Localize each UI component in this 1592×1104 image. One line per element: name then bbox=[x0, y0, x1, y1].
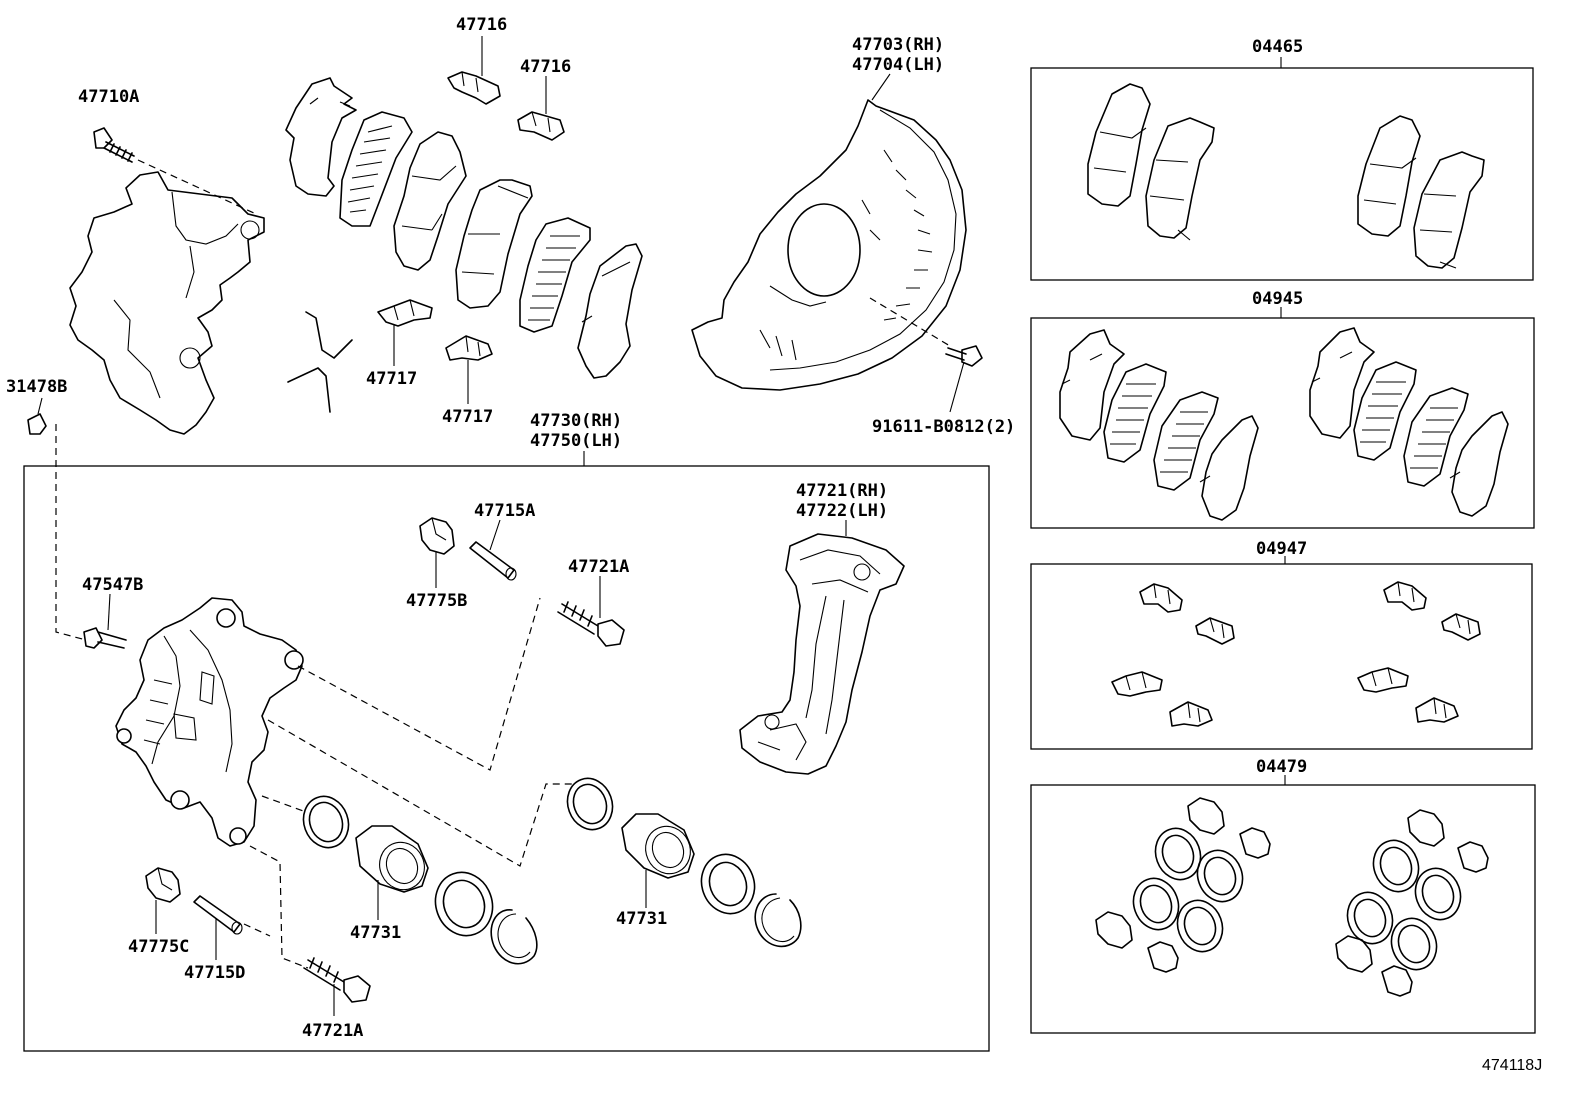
kit-04465-pad-2 bbox=[1145, 117, 1215, 241]
kit-04479-seal-kit-left bbox=[1095, 797, 1271, 973]
brake-pad-1 bbox=[393, 131, 467, 271]
kit-04465-pad-4 bbox=[1413, 151, 1485, 269]
label-47710A: 47710A bbox=[78, 87, 139, 107]
label-47715D: 47715D bbox=[184, 963, 245, 983]
bleeder-cap-31478B-icon bbox=[27, 413, 47, 435]
label-04945: 04945 bbox=[1252, 289, 1303, 309]
kit-04479-seal-kit-right bbox=[1335, 809, 1489, 997]
kit-box-04947 bbox=[1030, 563, 1533, 750]
piston-seal-2-icon bbox=[566, 777, 614, 831]
guide-pin-47715D-icon bbox=[193, 895, 243, 935]
piston-1 bbox=[355, 825, 429, 893]
dust-shield bbox=[691, 99, 967, 391]
pad-clip-47717-a-icon bbox=[377, 299, 433, 327]
label-47704: 47704(LH) bbox=[852, 55, 944, 75]
bleeder-screw-47547B-icon bbox=[83, 627, 127, 649]
label-47717-a: 47717 bbox=[366, 369, 417, 389]
kit-04947-clip-1-icon bbox=[1139, 583, 1183, 613]
kit-04945-shim-7 bbox=[1403, 387, 1469, 487]
label-04465: 04465 bbox=[1252, 37, 1303, 57]
bolt-91611-icon bbox=[945, 345, 983, 367]
kit-04945-shim-6 bbox=[1353, 361, 1417, 461]
label-91611: 91611-B0812(2) bbox=[872, 417, 1015, 437]
label-47731-b: 47731 bbox=[616, 909, 667, 929]
pad-clip-47716-b-icon bbox=[517, 111, 565, 141]
label-47703: 47703(RH) bbox=[852, 35, 944, 55]
caliper-body bbox=[115, 597, 304, 847]
kit-box-04479 bbox=[1030, 784, 1536, 1034]
kit-box-04465 bbox=[1030, 67, 1534, 281]
label-47775B: 47775B bbox=[406, 591, 467, 611]
kit-04947-clip-4-icon bbox=[1169, 701, 1213, 727]
kit-04945-shim-1 bbox=[1059, 329, 1125, 441]
kit-04945-shim-3 bbox=[1153, 391, 1219, 491]
kit-04945-shim-8 bbox=[1449, 411, 1509, 517]
kit-04947-clip-3-icon bbox=[1111, 671, 1163, 697]
pad-shim-outer-1 bbox=[285, 77, 357, 197]
boot-47775B-icon bbox=[419, 517, 455, 555]
label-31478B: 31478B bbox=[6, 377, 67, 397]
label-47721A-top: 47721A bbox=[568, 557, 629, 577]
torque-plate-47721 bbox=[739, 533, 905, 775]
dust-boot-2-icon bbox=[700, 853, 756, 915]
pad-shim-inner-2 bbox=[519, 217, 591, 333]
figure-id: 474118J bbox=[1482, 1057, 1542, 1074]
pad-clip-47717-b-icon bbox=[445, 335, 493, 361]
bolt-47710A-icon bbox=[93, 127, 135, 163]
label-04479: 04479 bbox=[1256, 757, 1307, 777]
label-47715A: 47715A bbox=[474, 501, 535, 521]
old-caliper-outline bbox=[69, 171, 265, 435]
kit-04945-shim-2 bbox=[1103, 363, 1167, 463]
label-47547B: 47547B bbox=[82, 575, 143, 595]
kit-04465-pad-1 bbox=[1087, 83, 1151, 207]
kit-04945-shim-4 bbox=[1199, 415, 1259, 521]
label-47721: 47721(RH) bbox=[796, 481, 888, 501]
guide-pin-47715A-icon bbox=[469, 541, 517, 581]
bolt-47721A-bottom-icon bbox=[303, 957, 371, 1003]
pad-shim-outer-2 bbox=[577, 243, 643, 379]
piston-seal-1-icon bbox=[302, 795, 350, 849]
label-47775C: 47775C bbox=[128, 937, 189, 957]
label-47731-a: 47731 bbox=[350, 923, 401, 943]
brake-pad-2 bbox=[455, 179, 533, 309]
kit-04945-shim-5 bbox=[1309, 327, 1375, 439]
label-47722: 47722(LH) bbox=[796, 501, 888, 521]
piston-2 bbox=[621, 813, 695, 879]
retaining-ring-2-icon bbox=[754, 893, 802, 948]
label-04947: 04947 bbox=[1256, 539, 1307, 559]
caliper-assembly-box bbox=[23, 465, 990, 1052]
kit-04947-clip-8-icon bbox=[1415, 697, 1459, 723]
label-47730: 47730(RH) bbox=[530, 411, 622, 431]
retaining-ring-1-icon bbox=[490, 909, 538, 965]
kit-04947-clip-5-icon bbox=[1383, 581, 1427, 611]
pad-shim-inner-1 bbox=[339, 111, 413, 227]
kit-04947-clip-6-icon bbox=[1441, 613, 1481, 641]
bolt-47721A-top-icon bbox=[557, 601, 625, 647]
pad-clip-47716-a-icon bbox=[447, 71, 501, 105]
boot-47775C-icon bbox=[145, 867, 181, 903]
label-47716-b: 47716 bbox=[520, 57, 571, 77]
kit-04947-clip-2-icon bbox=[1195, 617, 1235, 645]
anti-rattle-spring-icon bbox=[287, 311, 353, 413]
label-47750: 47750(LH) bbox=[530, 431, 622, 451]
kit-box-04945 bbox=[1030, 317, 1535, 529]
kit-04465-pad-3 bbox=[1357, 115, 1421, 237]
label-47717-b: 47717 bbox=[442, 407, 493, 427]
dust-boot-1-icon bbox=[434, 871, 494, 937]
kit-04947-clip-7-icon bbox=[1357, 667, 1409, 693]
label-47716-a: 47716 bbox=[456, 15, 507, 35]
label-47721A-bottom: 47721A bbox=[302, 1021, 363, 1041]
